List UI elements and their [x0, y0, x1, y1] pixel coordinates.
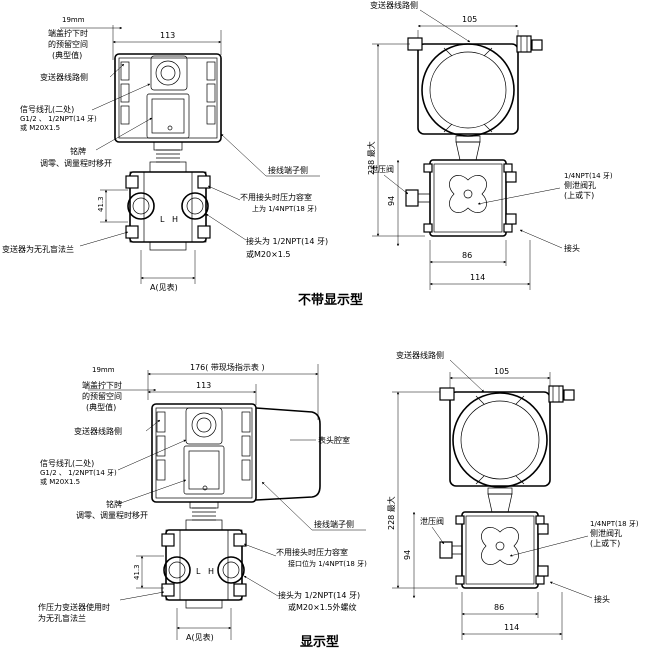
top-joint-label-2: 或M20×1.5 [246, 249, 291, 259]
top-housing-label: 变送器线路侧 [40, 72, 88, 82]
top-flange-label: 变送器为无孔盲法兰 [2, 244, 74, 254]
top-a-dim: A(见表) [150, 282, 178, 292]
bottom-meter-label: 表头腔室 [318, 435, 350, 445]
top-plug-label-1: 不用接头时压力容室 [240, 192, 312, 202]
bottom-joint-label-1: 接头为 1/2NPT(14 牙) [278, 590, 360, 600]
top-mark-h: H [172, 215, 178, 224]
bottom-drain-label-2: 侧泄阀孔 [590, 528, 622, 538]
top-drain-label-3: (上或下) [564, 190, 594, 200]
bottom-height-dim: 41.3 [133, 564, 141, 580]
bottom-side-height-dim: 228 最大 [386, 496, 396, 530]
bottom-gap-desc-2: 的预留空间 [82, 391, 122, 401]
bottom-total-dim: 176( 带现场指示表 ) [190, 362, 265, 372]
bottom-joint-label-2: 或M20×1.5外螺纹 [288, 602, 357, 612]
top-caption: 不带显示型 [298, 292, 363, 308]
bottom-side-width-dim: 105 [494, 367, 509, 376]
bottom-gap-value: 19mm [92, 366, 115, 374]
bottom-housing-label: 变送器线路侧 [74, 426, 122, 436]
bottom-vent-label: 泄压阀 [420, 516, 444, 526]
top-side-dim114: 114 [470, 273, 485, 282]
bottom-drain-label-3: (上或下) [590, 538, 620, 548]
top-front-height-dim: 41.3 [97, 196, 105, 212]
top-side-height-dim: 228 最大 [366, 141, 376, 175]
bottom-width-dim: 113 [196, 381, 211, 390]
top-gap-value: 19mm [62, 16, 85, 24]
bottom-caption: 显示型 [300, 634, 339, 650]
top-side-dim94: 94 [387, 196, 396, 206]
bottom-mark-h: H [208, 567, 214, 576]
bottom-signal-label-2: G1/2 、 1/2NPT(14 牙) [40, 469, 117, 477]
bottom-plug-label-1: 不用接头时压力容室 [276, 547, 348, 557]
top-nameplate-label-2: 调零、调量程时移开 [40, 158, 112, 168]
bottom-side-dim114: 114 [504, 623, 519, 632]
top-mark-l: L [160, 215, 165, 224]
top-side-housing-label: 变送器线路侧 [370, 0, 418, 10]
top-gap-desc-3: (典型值) [52, 50, 82, 60]
bottom-plug-label-2: 接口位为 1/4NPT(18 牙) [288, 559, 367, 568]
top-joint-label-1: 接头为 1/2NPT(14 牙) [246, 236, 328, 246]
bottom-drain-label-1: 1/4NPT(18 牙) [590, 520, 639, 528]
top-side-width-dim: 105 [462, 15, 477, 24]
bottom-side-dim86: 86 [494, 603, 504, 612]
bottom-gap-desc-3: (典型值) [86, 402, 116, 412]
top-signal-label-3: 或 M20X1.5 [20, 123, 60, 132]
bottom-mark-l: L [196, 567, 201, 576]
bottom-signal-label-1: 信号线孔(二处) [40, 458, 94, 468]
bottom-side-view: 变送器线路侧 105 泄压阀 1/4NPT(18 牙) 侧泄阀孔 (上或下) [386, 350, 639, 640]
top-front-width-dim: 113 [160, 31, 175, 40]
bottom-flange-label-2: 为无孔盲法兰 [38, 613, 86, 623]
top-front-view: 19mm 端盖拧下时 的预留空间 (典型值) 113 [2, 16, 328, 292]
bottom-signal-label-3: 或 M20X1.5 [40, 477, 80, 486]
bottom-flange-label-1: 作压力变送器使用时 [38, 602, 110, 612]
bottom-side-housing-label: 变送器线路侧 [396, 350, 444, 360]
top-plug-label-2: 上为 1/4NPT(18 牙) [252, 204, 317, 213]
bottom-nameplate-label-1: 铭牌 [106, 499, 122, 509]
top-drain-label-1: 1/4NPT(14 牙) [564, 172, 613, 180]
top-gap-desc-1: 端盖拧下时 [48, 28, 88, 38]
bottom-gap-desc-1: 端盖拧下时 [82, 380, 122, 390]
top-side-view: 变送器线路侧 105 泄压阀 [366, 0, 613, 290]
top-signal-label-2: G1/2 、 1/2NPT(14 牙) [20, 115, 97, 123]
top-vent-label: 泄压阀 [370, 164, 394, 174]
top-drain-label-2: 侧泄阀孔 [564, 180, 596, 190]
top-side-dim86: 86 [462, 251, 472, 260]
top-side-joint-label: 接头 [564, 243, 580, 253]
bottom-a-dim: A(见表) [186, 632, 214, 642]
top-nameplate-label-1: 铭牌 [70, 146, 86, 156]
bottom-front-view: 19mm 端盖拧下时 的预留空间 (典型值) 176( 带现场指示表 ) 113 [38, 362, 367, 642]
top-signal-label-1: 信号线孔(二处) [20, 104, 74, 114]
bottom-side-dim94: 94 [403, 550, 412, 560]
bottom-terminal-label: 接线端子侧 [314, 519, 354, 529]
top-terminal-label: 接线端子侧 [268, 165, 308, 175]
bottom-side-joint-label: 接头 [594, 594, 610, 604]
bottom-nameplate-label-2: 调零、调量程时移开 [76, 510, 148, 520]
top-gap-desc-2: 的预留空间 [48, 39, 88, 49]
